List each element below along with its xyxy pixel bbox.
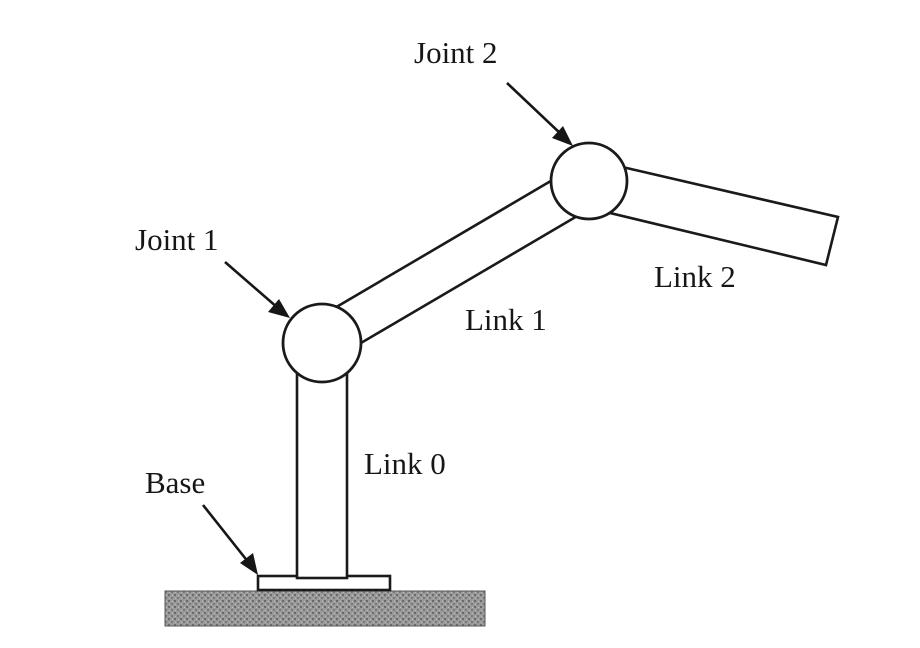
base-arrow [201,504,258,575]
joint-2-arrow [506,82,573,146]
joint-1 [281,302,363,384]
link-1-label: Link 1 [465,302,547,337]
ground [164,590,486,627]
base-label: Base [145,465,205,500]
joint-2 [549,141,629,221]
link-0 [295,360,349,580]
joint-1-arrow [224,261,290,318]
link-2-label: Link 2 [654,259,736,294]
link-2 [604,164,840,267]
joint-2-label: Joint 2 [414,35,498,70]
link-0-label: Link 0 [364,446,446,481]
joint-1-label: Joint 1 [135,222,219,257]
